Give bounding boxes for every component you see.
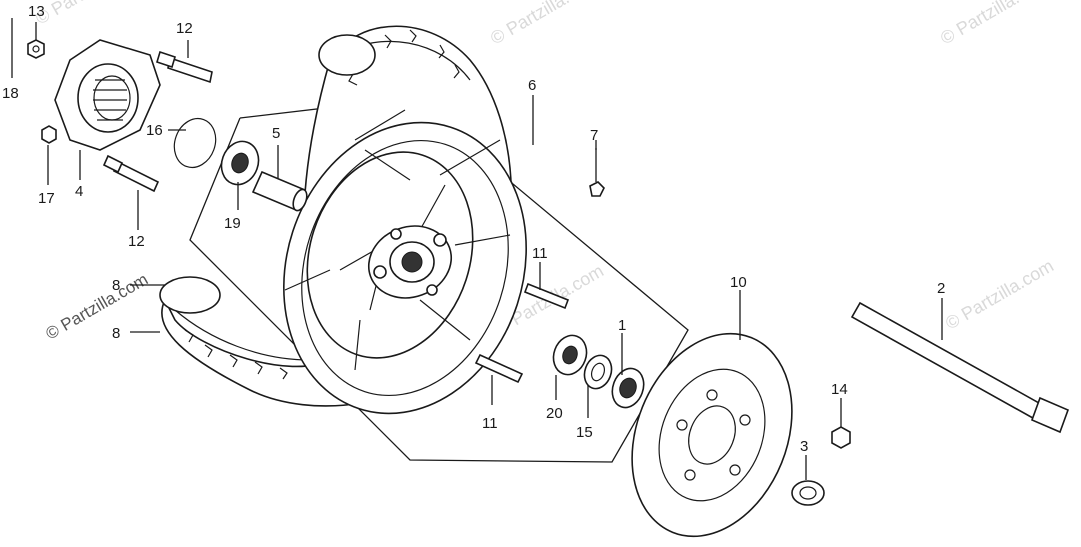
callout-19: 19 [224, 215, 241, 232]
callout-12a: 12 [176, 20, 193, 37]
callout-3: 3 [800, 438, 808, 455]
collar [251, 170, 308, 212]
callout-4: 4 [75, 183, 83, 200]
nut [41, 125, 57, 144]
stud [523, 282, 570, 310]
bearing [220, 140, 260, 186]
seal [611, 367, 645, 409]
nut [831, 426, 851, 449]
callout-1: 1 [618, 317, 626, 334]
callout-20: 20 [546, 405, 563, 422]
collar [791, 480, 825, 506]
stud [474, 353, 524, 384]
callouts: 13 18 12 16 5 19 17 4 12 6 7 11 11 8 8 1… [2, 3, 945, 455]
seal [583, 354, 613, 390]
callout-2: 2 [937, 280, 945, 297]
flange [54, 39, 161, 151]
watermark: © Partzilla.com [942, 255, 1057, 333]
callout-8b: 8 [112, 325, 120, 342]
callout-12b: 12 [128, 233, 145, 250]
stud [156, 50, 213, 84]
callout-11a: 11 [532, 245, 548, 262]
watermark: © Partzilla.com [937, 0, 1052, 48]
callout-17: 17 [38, 190, 55, 207]
watermark: © Partzilla.com [487, 0, 602, 48]
bolt [589, 148, 605, 197]
brake-disc [631, 332, 793, 538]
stud [102, 154, 160, 193]
callout-13: 13 [28, 3, 45, 20]
callout-15: 15 [576, 424, 593, 441]
callout-14: 14 [831, 381, 848, 398]
callout-7: 7 [590, 127, 598, 144]
bearing [552, 334, 588, 376]
callout-8a: 8 [112, 277, 120, 294]
axle [850, 301, 1070, 434]
leader-lines [35, 22, 943, 480]
callout-5: 5 [272, 125, 280, 142]
watermark: © Partzilla.com [32, 0, 147, 28]
callout-16: 16 [146, 122, 163, 139]
o-ring [173, 117, 217, 169]
callout-11b: 11 [482, 415, 498, 432]
callout-6: 6 [528, 77, 536, 94]
callout-18: 18 [2, 85, 19, 102]
hub [367, 225, 453, 299]
nut [27, 39, 45, 59]
callout-10: 10 [730, 274, 747, 291]
